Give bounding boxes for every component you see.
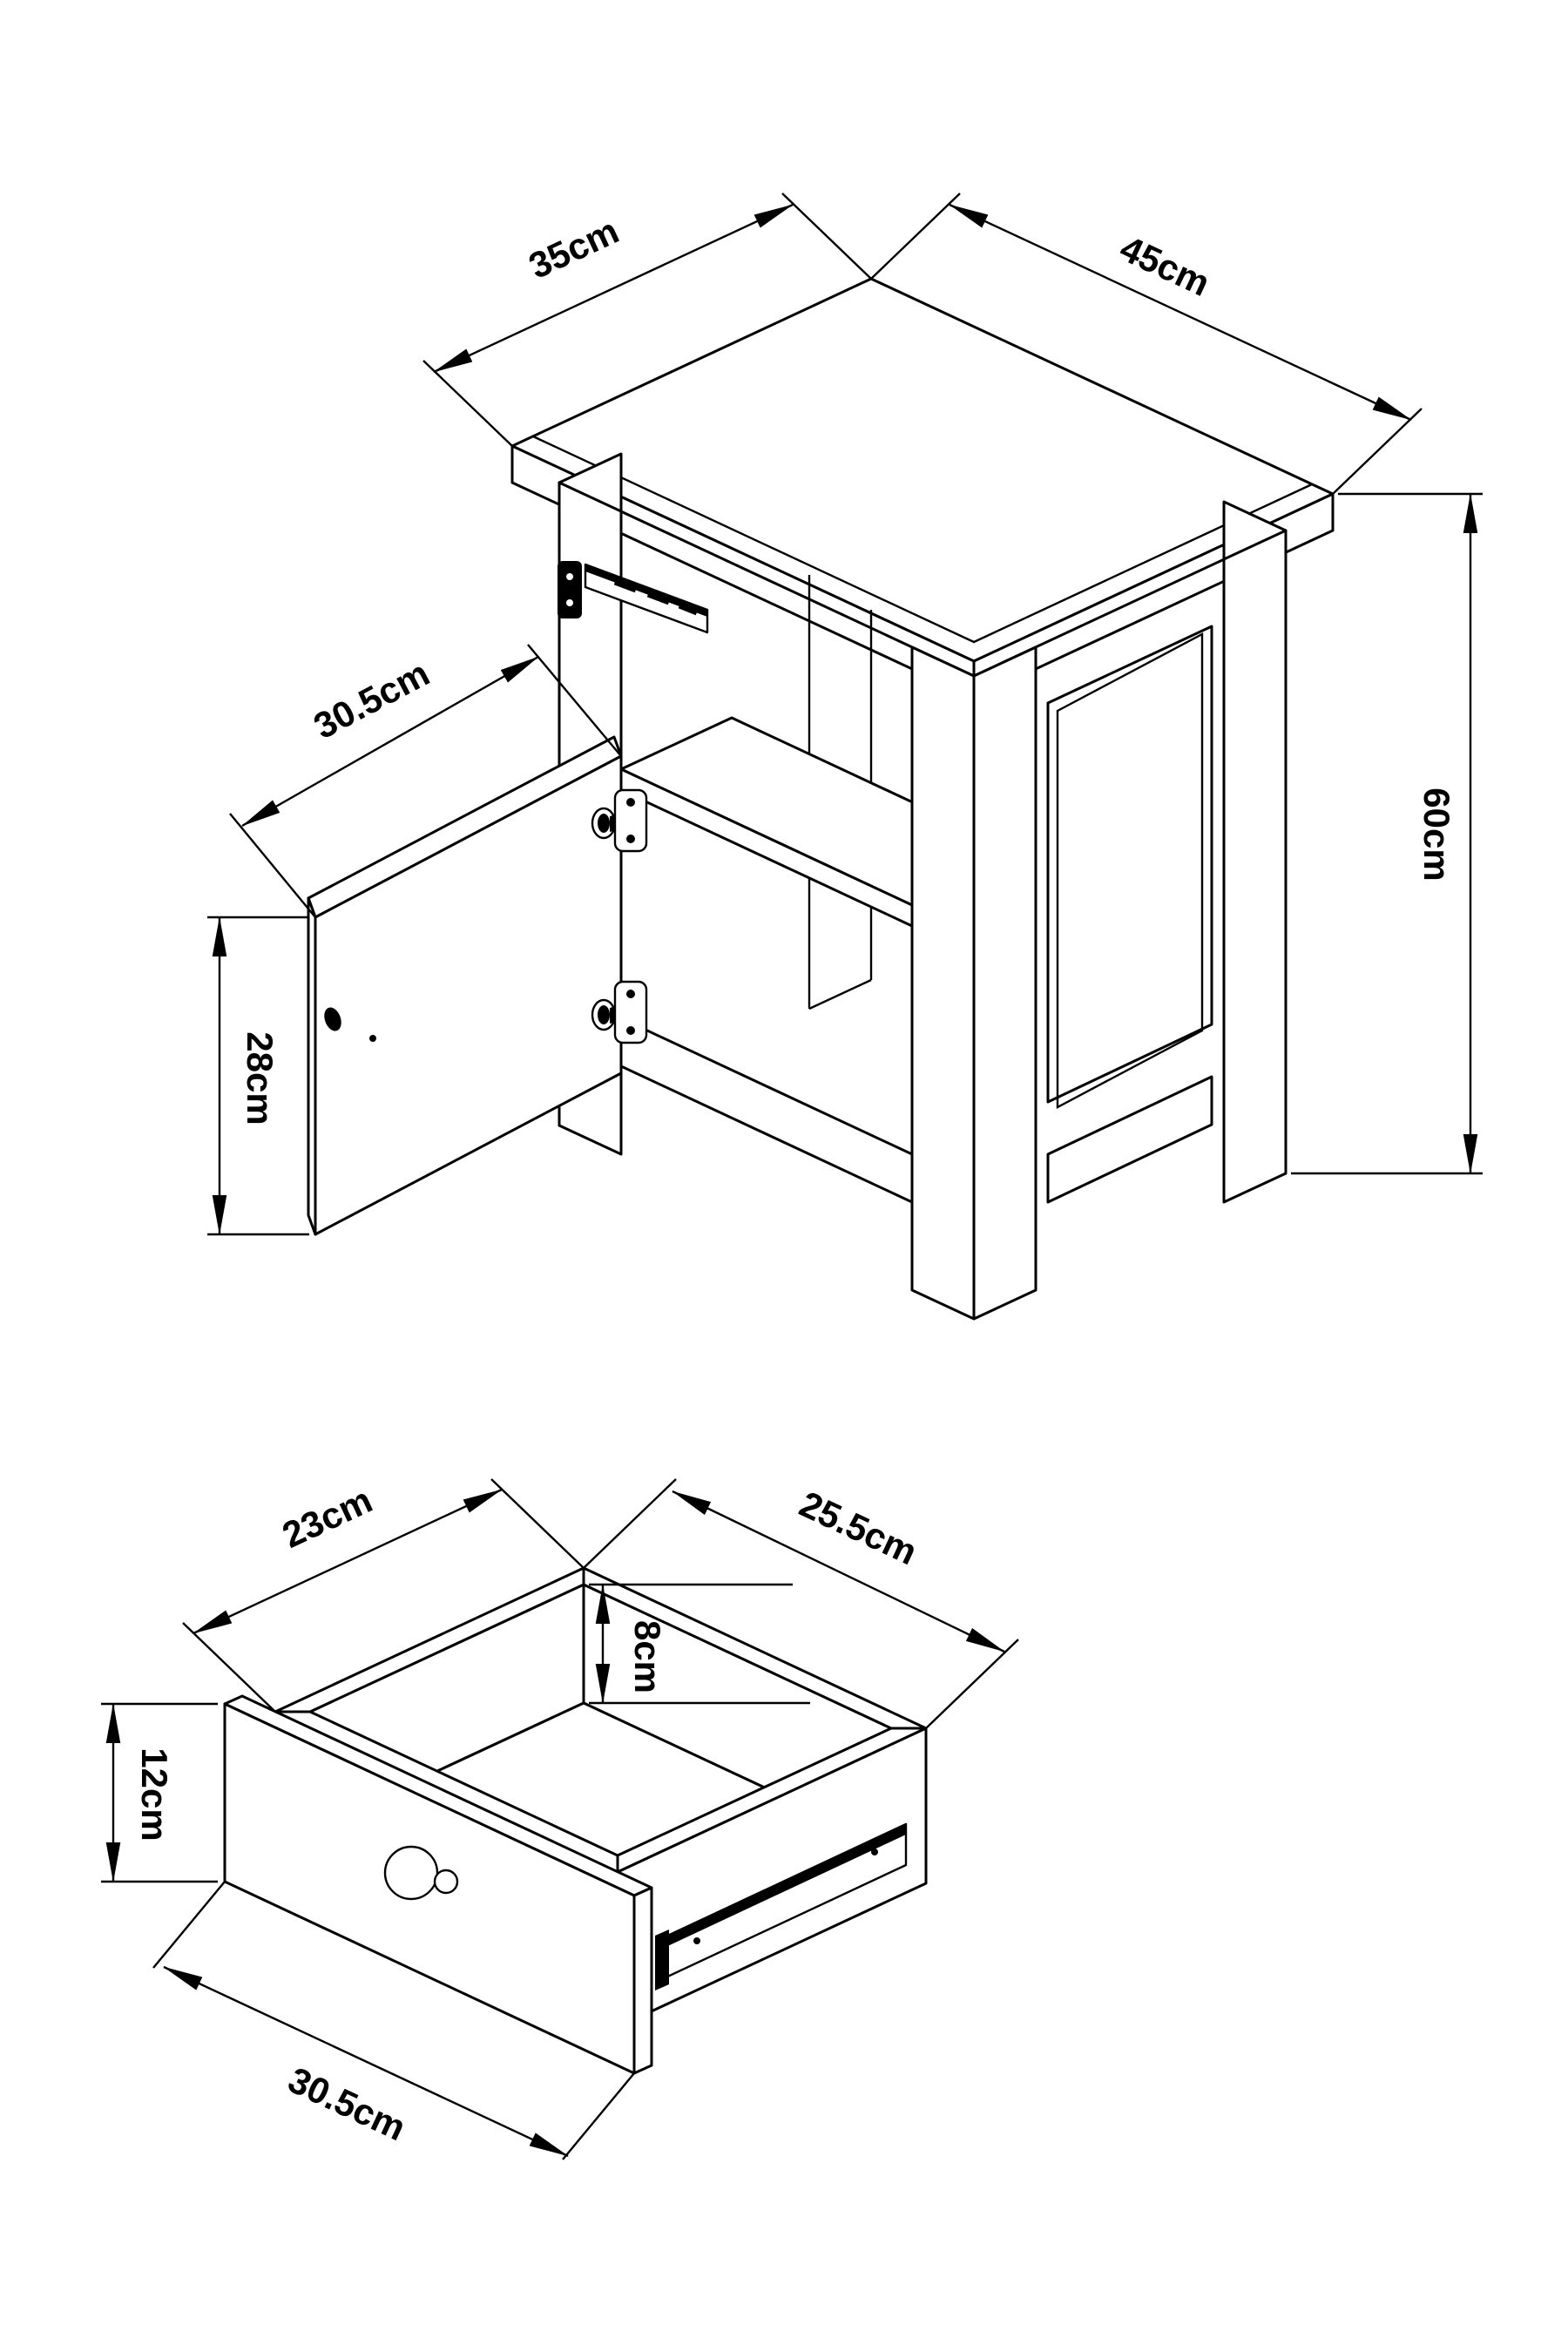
ball-bearing-slide — [655, 1822, 908, 1990]
hinge-cup-center — [598, 814, 610, 833]
door-knob-screw — [369, 1035, 376, 1042]
hinge-screw — [626, 835, 635, 843]
dimension-line — [672, 1490, 1005, 1653]
dimension-label: 23cm — [276, 1479, 378, 1556]
slide-hole — [871, 1848, 878, 1855]
drawer-knob — [383, 1845, 439, 1901]
front-leg-right-face — [972, 645, 1037, 1321]
side-stretcher-rail — [1046, 1075, 1213, 1204]
right-leg-front-face — [1222, 529, 1288, 1204]
slide-rail-track — [585, 564, 707, 617]
slide-rail-bearing — [646, 591, 671, 605]
dimension-door-height: 28cm — [207, 916, 309, 1236]
dimension-label: 30.5cm — [282, 2059, 412, 2149]
drawer-view: 23cm 25.5cm 8cm 12cm 30.5cm — [101, 1478, 1019, 2160]
slide-rail-bearing — [613, 578, 638, 593]
extension-line — [1332, 408, 1423, 495]
hinge-plate — [613, 980, 648, 1044]
slide-bearing — [782, 1869, 812, 1886]
dimension-label: 30.5cm — [307, 652, 436, 747]
hinge-plate — [613, 788, 648, 853]
side-panel-inset — [1056, 632, 1204, 1109]
extension-line — [422, 360, 513, 447]
dimension-line — [949, 203, 1412, 422]
dimension-label: 28cm — [240, 1031, 280, 1125]
slide-inner-rail — [714, 1848, 854, 1922]
front-stretcher-rail — [619, 1017, 914, 1204]
dimension-label: 45cm — [1114, 227, 1216, 304]
extension-line — [562, 2072, 635, 2160]
extension-line — [870, 193, 961, 280]
hinge-top — [591, 788, 648, 853]
extension-line — [583, 1478, 677, 1569]
dimension-label: 8cm — [627, 1620, 668, 1693]
dimension-line — [433, 203, 794, 374]
dimension-inner-height: 8cm — [589, 1583, 810, 1705]
front-leg-left-face — [910, 645, 976, 1321]
slide-bearing — [824, 1851, 850, 1867]
hinge-cup-center — [598, 1005, 610, 1024]
dimension-label: 60cm — [1416, 787, 1457, 881]
front-end-edge — [632, 1886, 653, 2075]
extension-line — [182, 1622, 276, 1713]
dimension-line — [241, 655, 539, 828]
dimension-line — [193, 1488, 503, 1635]
back-leg-foot — [808, 978, 872, 1010]
side-panel — [1046, 625, 1213, 1109]
dimension-overall-height: 60cm — [1291, 492, 1483, 1175]
drawer-slide-rail — [558, 561, 709, 634]
nightstand-view: 35cm 45cm 30.5cm 28cm 60cm — [207, 193, 1483, 1321]
extension-line — [781, 193, 872, 280]
dimension-label: 35cm — [523, 210, 625, 287]
dimension-label: 12cm — [134, 1747, 175, 1841]
front-leg — [910, 645, 1037, 1321]
hinge-bottom — [591, 980, 648, 1044]
drawer-knob-stem — [433, 1869, 459, 1895]
door-panel — [314, 754, 623, 1236]
dimension-line — [163, 1965, 569, 2158]
extension-line — [490, 1478, 585, 1569]
slide-bearing — [739, 1889, 768, 1906]
extension-line — [229, 813, 316, 918]
slide-rail-bearing — [678, 602, 699, 616]
open-door — [307, 735, 623, 1236]
table-top-border-line — [532, 435, 1313, 644]
bracket-hole — [566, 573, 573, 580]
hinge-screw — [626, 990, 635, 998]
side-panel-frame — [1046, 625, 1213, 1104]
slide-rail-bracket — [558, 561, 582, 618]
slide-end-bracket — [655, 1930, 669, 1990]
door-knob — [324, 1007, 341, 1031]
hinge-screw — [626, 798, 635, 807]
hinge-screw — [626, 1026, 635, 1035]
right-leg — [1222, 500, 1288, 1204]
dimension-front-height: 12cm — [101, 1702, 218, 1883]
bracket-hole — [566, 599, 573, 606]
extension-line — [152, 1881, 226, 1969]
extension-line — [925, 1639, 1019, 1729]
extension-line — [527, 644, 622, 757]
slide-hole — [693, 1937, 700, 1944]
